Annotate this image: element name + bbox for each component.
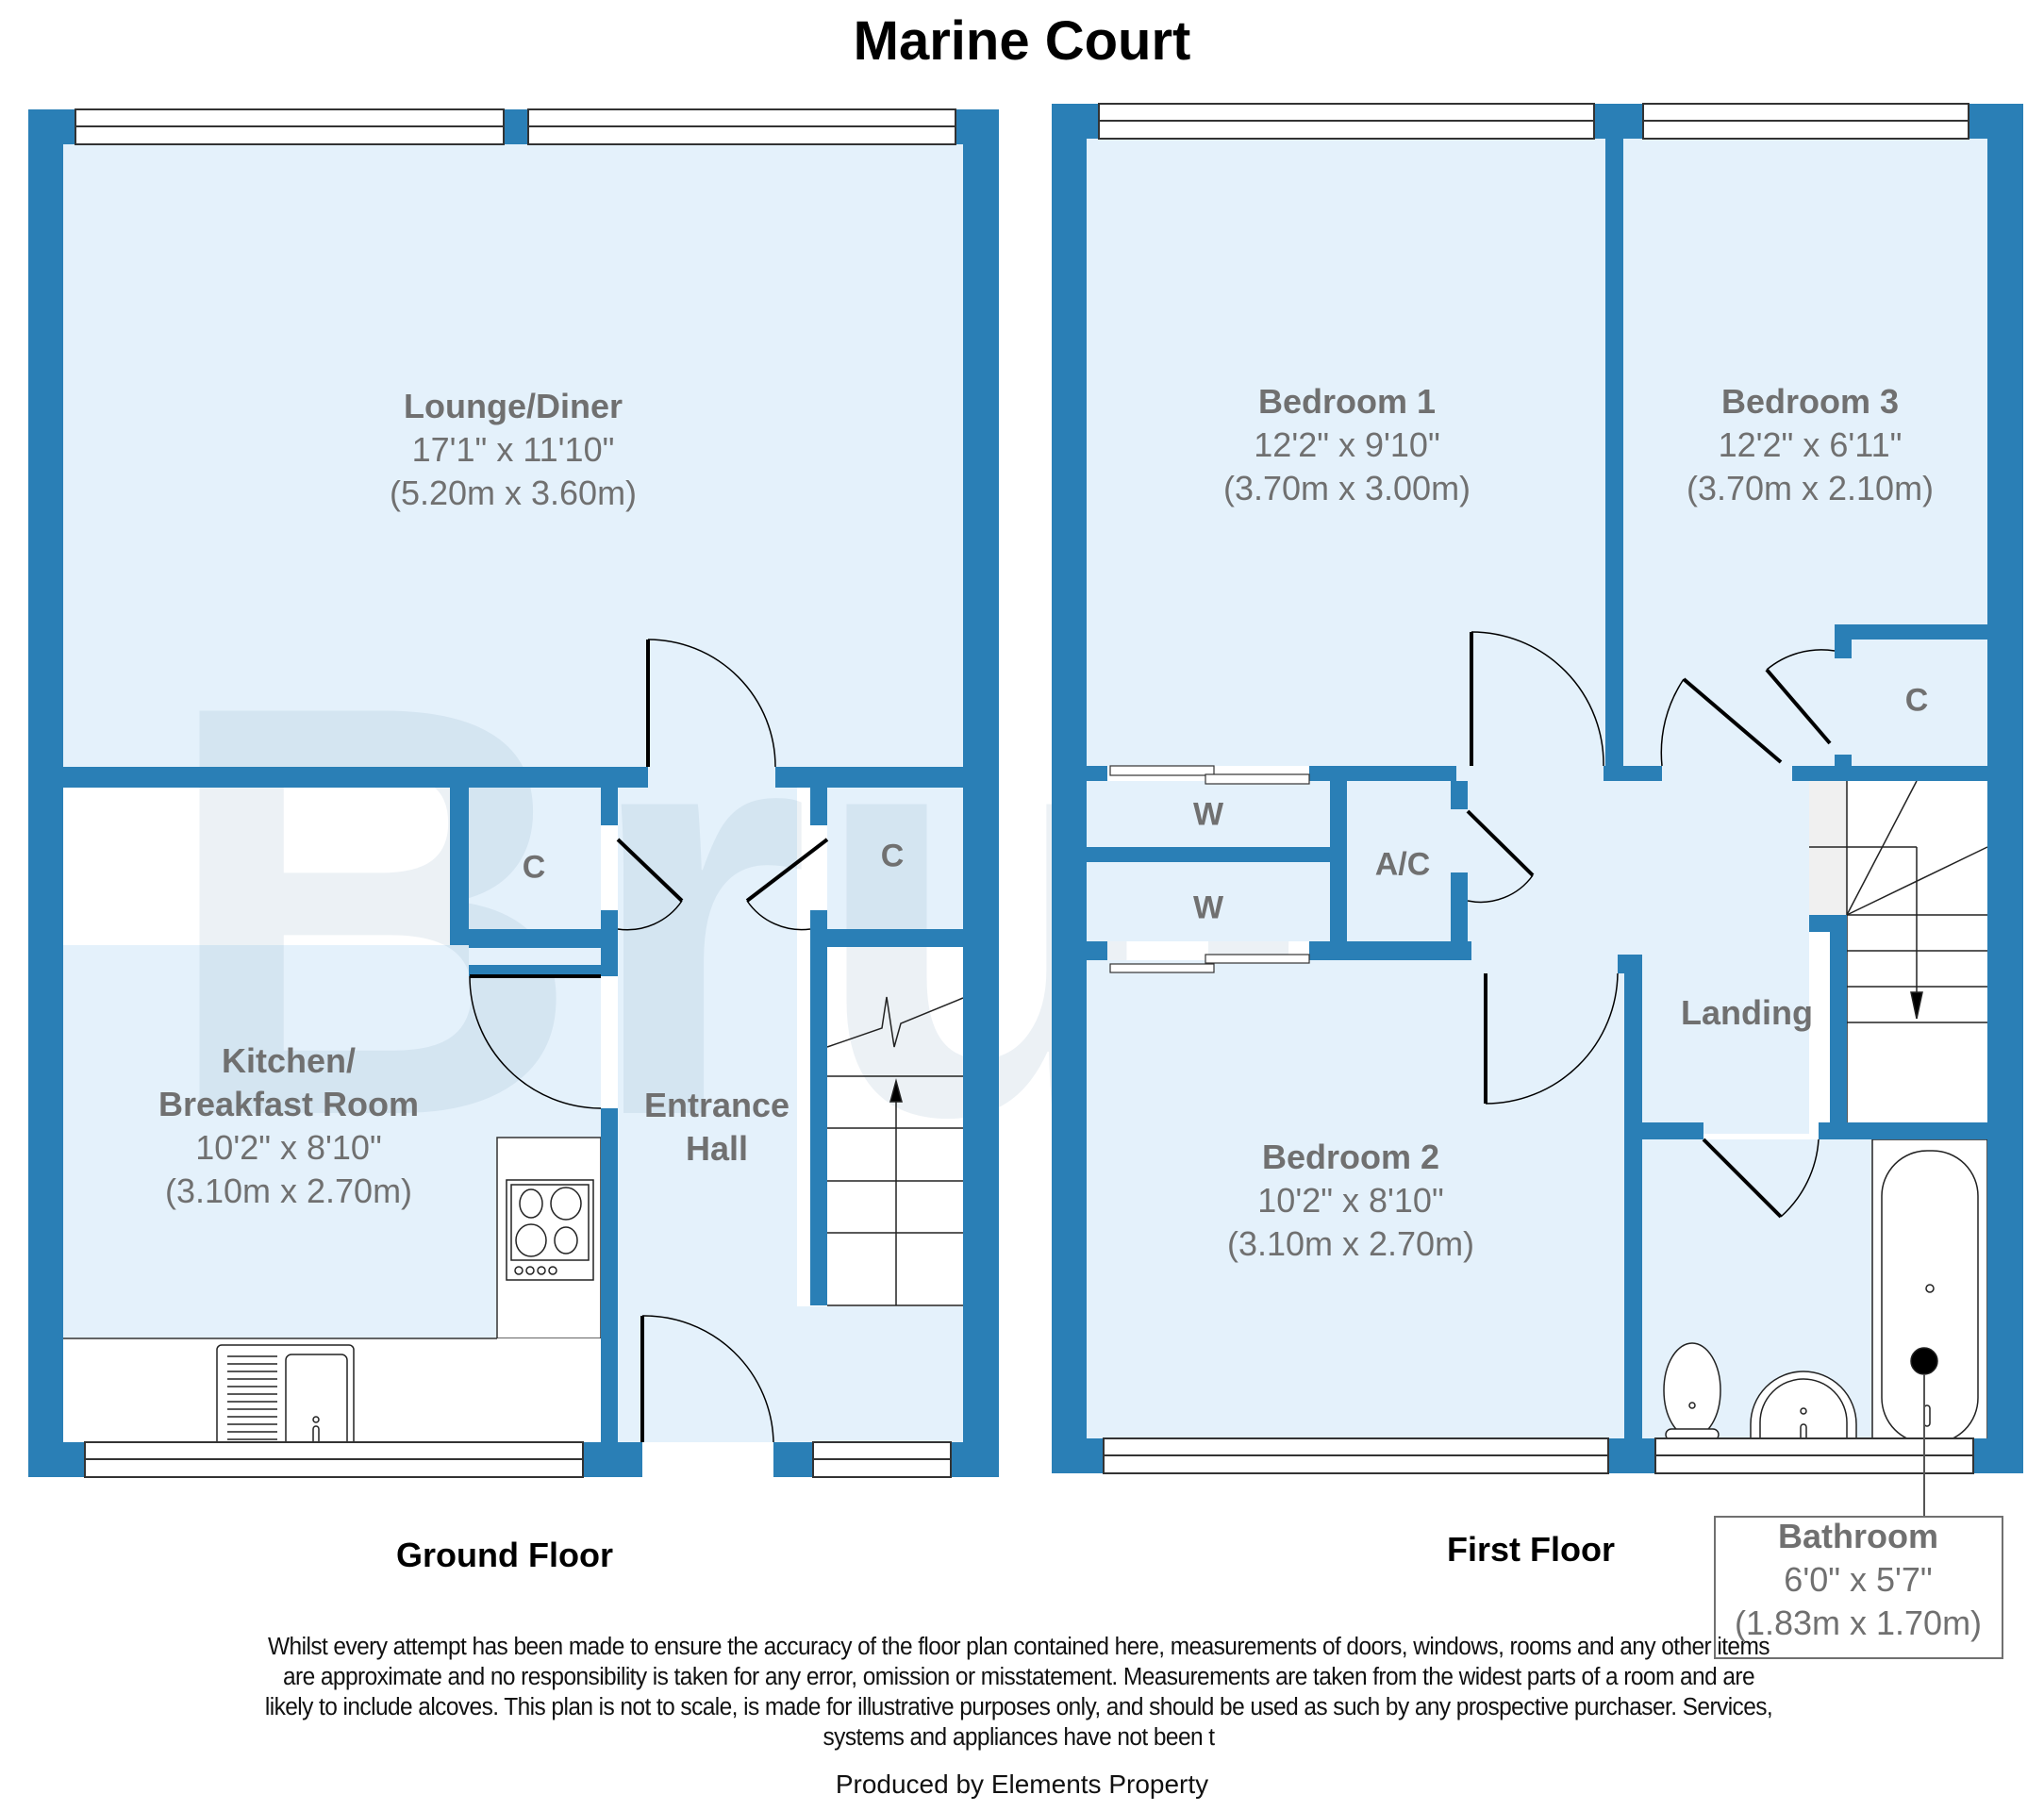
first-walls — [1052, 104, 2023, 1473]
room-name: Bathroom — [1778, 1517, 1938, 1555]
cupboard-label-left: C — [522, 849, 546, 886]
room-entrance-hall: Entrance Hall — [644, 1084, 789, 1171]
ground-walls — [28, 109, 999, 1477]
basin-icon — [1750, 1371, 1857, 1452]
room-kitchen: Kitchen/ Breakfast Room 10'2" x 8'10" (3… — [158, 1039, 419, 1213]
room-bedroom-1: Bedroom 1 12'2" x 9'10" (3.70m x 3.00m) — [1223, 380, 1471, 510]
cupboard-left-floor — [469, 788, 601, 929]
room-metric: (3.10m x 2.70m) — [164, 1171, 413, 1210]
first-floor-plan — [1052, 103, 2023, 1516]
bathroom-callout — [1714, 1516, 2003, 1659]
first-windows — [1098, 103, 1974, 1474]
room-landing: Landing — [1681, 991, 1813, 1035]
airing-cupboard-label: A/C — [1374, 846, 1431, 883]
wardrobe-label-2: W — [1192, 889, 1224, 926]
store-area — [63, 788, 450, 945]
room-name-line2: Breakfast Room — [158, 1085, 420, 1123]
room-name: Lounge/Diner — [404, 387, 623, 425]
wardrobe2-floor — [1087, 862, 1330, 941]
room-bathroom: Bathroom 6'0" x 5'7" (1.83m x 1.70m) — [1735, 1515, 1982, 1645]
cupboard-right-floor — [827, 788, 963, 929]
ground-stairs — [826, 996, 964, 1306]
room-metric: (3.10m x 2.70m) — [1226, 1224, 1475, 1263]
room-metric: (3.70m x 2.10m) — [1686, 469, 1935, 507]
room-name-line2: Hall — [685, 1129, 749, 1168]
disclaimer-text: Whilst every attempt has been made to en… — [264, 1634, 1773, 1751]
ground-windows — [75, 108, 956, 1478]
first-doors — [1466, 631, 1836, 1219]
room-imperial: 10'2" x 8'10" — [1257, 1181, 1444, 1220]
room-imperial: 17'1" x 11'10" — [411, 430, 615, 469]
page-title: Marine Court — [853, 10, 1191, 72]
ac-floor — [1347, 781, 1451, 941]
ground-floor-label: Ground Floor — [396, 1536, 613, 1574]
room-imperial: 6'0" x 5'7" — [1784, 1560, 1933, 1599]
room-imperial: 10'2" x 8'10" — [195, 1128, 382, 1167]
cupboard-label-first: C — [1904, 682, 1929, 719]
room-metric: (1.83m x 1.70m) — [1734, 1603, 1983, 1642]
room-bedroom-2: Bedroom 2 10'2" x 8'10" (3.10m x 2.70m) — [1227, 1136, 1474, 1266]
hob-icon — [506, 1179, 594, 1281]
room-name: Bedroom 2 — [1261, 1138, 1440, 1176]
room-bedroom-3: Bedroom 3 12'2" x 6'11" (3.70m x 2.10m) — [1687, 380, 1934, 510]
room-metric: (3.70m x 3.00m) — [1222, 469, 1471, 507]
producer-credit: Produced by Elements Property — [835, 1769, 1209, 1799]
hall-floor-right — [797, 1306, 963, 1442]
room-lounge-diner: Lounge/Diner 17'1" x 11'10" (5.20m x 3.6… — [390, 385, 637, 515]
bedroom1-floor — [1087, 139, 1605, 766]
bedroom3-floor — [1623, 139, 1987, 766]
room-name: Bedroom 1 — [1257, 382, 1437, 421]
room-name: Landing — [1681, 993, 1813, 1032]
first-floor-label: First Floor — [1447, 1530, 1615, 1569]
bedroom2-floor — [1087, 960, 1624, 1451]
cupboard-label-right: C — [880, 838, 905, 874]
wardrobe1-floor — [1087, 781, 1330, 847]
wardrobe-label-1: W — [1192, 796, 1224, 833]
room-name-line1: Entrance — [643, 1086, 790, 1124]
bath-icon — [1871, 1138, 1988, 1452]
room-name-line1: Kitchen/ — [221, 1041, 356, 1080]
ground-doors — [469, 639, 829, 1443]
room-metric: (5.20m x 3.60m) — [389, 474, 638, 512]
hall-floor — [618, 767, 797, 1442]
room-imperial: 12'2" x 6'11" — [1718, 425, 1903, 464]
room-name: Bedroom 3 — [1720, 382, 1900, 421]
room-imperial: 12'2" x 9'10" — [1254, 425, 1440, 464]
lounge-floor — [63, 144, 963, 767]
